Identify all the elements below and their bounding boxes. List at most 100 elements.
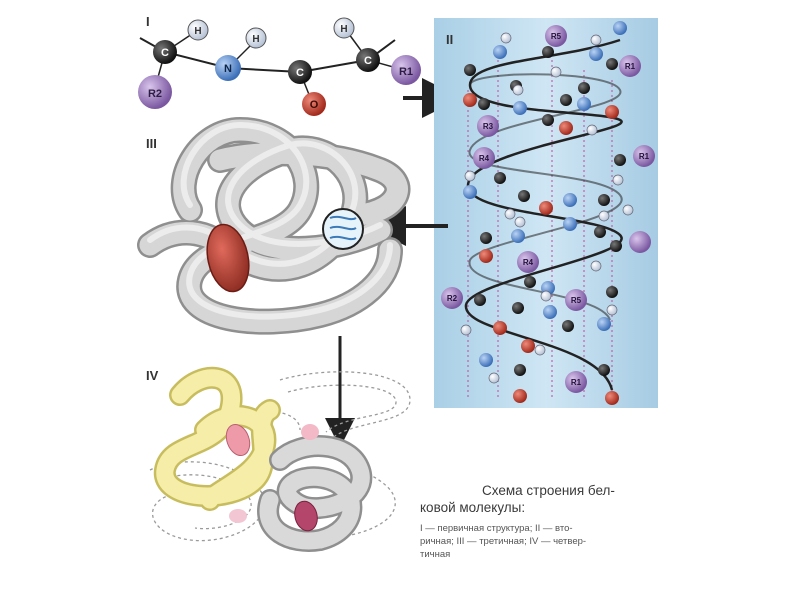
helix-atom-n — [543, 305, 557, 319]
helix-atom-h — [606, 304, 618, 316]
helix-atom-o — [605, 105, 619, 119]
helix-atom-c — [524, 276, 536, 288]
helix-atom-n — [513, 101, 527, 115]
helix-atom-o — [605, 391, 619, 405]
helix-radical-label: R5 — [551, 32, 562, 41]
caption-legend-line1: I — первичная структура; II — вто- — [420, 523, 573, 534]
heme-background-2 — [229, 509, 247, 523]
helix-atom-n — [613, 21, 627, 35]
helix-radical-label: R1 — [571, 378, 582, 387]
atom-c-2: C — [288, 60, 312, 84]
helix-atom-h — [622, 204, 634, 216]
helix-atom-c — [594, 226, 606, 238]
helix-atom-c — [480, 232, 492, 244]
helix-atom-h — [590, 34, 602, 46]
helix-atom-c — [606, 286, 618, 298]
helix-atom-o — [521, 339, 535, 353]
heme-background-1 — [301, 424, 319, 440]
helix-radical-label: R4 — [523, 258, 534, 267]
atom-n: N — [215, 55, 241, 81]
helix-atom-n — [563, 217, 577, 231]
helix-atom-c — [518, 190, 530, 202]
helix-atom-o — [493, 321, 507, 335]
helix-radical-label: R4 — [479, 154, 490, 163]
helix-atom-h — [500, 32, 512, 44]
helix-atom-r — [545, 25, 567, 47]
helix-atom-r — [517, 251, 539, 273]
helix-atom-h — [460, 324, 472, 336]
helix-atom-c — [560, 94, 572, 106]
label-tertiary: III — [146, 136, 157, 151]
helix-atom-o — [513, 389, 527, 403]
helix-atom-h — [464, 170, 476, 182]
svg-text:N: N — [224, 63, 232, 75]
yellow-subunit — [153, 366, 281, 511]
helix-atom-r — [619, 55, 641, 77]
helix-atom-c — [598, 194, 610, 206]
helix-radical-label: R5 — [571, 296, 582, 305]
svg-text:R1: R1 — [399, 66, 413, 78]
helix-atom-h — [540, 290, 552, 302]
svg-text:R2: R2 — [148, 88, 162, 100]
helix-atom-o — [479, 249, 493, 263]
primary-structure: I H C R2 H N C O H C R1 — [138, 14, 421, 116]
helix-atom-c — [542, 114, 554, 126]
helix-atom-c — [494, 172, 506, 184]
label-quaternary: IV — [146, 368, 159, 383]
atom-h-2: H — [245, 27, 267, 49]
tertiary-structure: III — [137, 116, 411, 335]
helix-atom-c — [606, 58, 618, 70]
figure-caption: Схема строения бел- ковой молекулы: I — … — [420, 482, 660, 561]
svg-text:H: H — [340, 24, 347, 35]
helix-atom-n — [589, 47, 603, 61]
svg-text:O: O — [310, 99, 319, 111]
helix-atom-r — [565, 371, 587, 393]
helix-atom-o — [539, 201, 553, 215]
helix-atom-h — [514, 216, 526, 228]
svg-text:H: H — [252, 34, 259, 45]
helix-atom-n — [597, 317, 611, 331]
helix-radical-label: R3 — [483, 122, 494, 131]
helix-atom-h — [512, 84, 524, 96]
helix-atom-h — [550, 66, 562, 78]
helix-atom-n — [511, 229, 525, 243]
helix-atom-r — [565, 289, 587, 311]
helix-atom-c — [614, 154, 626, 166]
atom-c-1: C — [153, 40, 177, 64]
heme-grey-subunit — [294, 500, 318, 532]
caption-title-line1: Схема строения бел- — [482, 483, 615, 498]
atom-h-3: H — [333, 17, 355, 39]
helix-atom-n — [563, 193, 577, 207]
atom-c-3: C — [356, 48, 380, 72]
helix-zoom-circle — [322, 208, 364, 250]
helix-radical-label: R1 — [639, 152, 650, 161]
helix-radical-label: R1 — [625, 62, 636, 71]
svg-text:C: C — [364, 55, 372, 67]
atom-r1: R1 — [391, 55, 421, 85]
helix-backbone — [464, 38, 623, 391]
atom-h-1: H — [187, 19, 209, 41]
quaternary-structure: IV — [146, 366, 411, 552]
atom-o: O — [302, 92, 326, 116]
caption-title-line2: ковой молекулы: — [420, 500, 526, 515]
label-primary: I — [146, 14, 151, 29]
heme-group — [206, 223, 250, 293]
helix-atom-h — [488, 372, 500, 384]
label-secondary: II — [446, 32, 453, 47]
helix-atom-r — [633, 145, 655, 167]
helix-atom-h — [586, 124, 598, 136]
helix-atom-r — [477, 115, 499, 137]
helix-atom-c — [598, 364, 610, 376]
heme-yellow-subunit — [225, 424, 251, 456]
helix-atom-c — [610, 240, 622, 252]
helix-atom-c — [578, 82, 590, 94]
helix-atom-c — [474, 294, 486, 306]
helix-atom-c — [512, 302, 524, 314]
helix-atom-r — [629, 231, 651, 253]
helix-atom-r — [441, 287, 463, 309]
helix-atom-c — [478, 98, 490, 110]
svg-text:H: H — [194, 26, 201, 37]
helix-atom-c — [514, 364, 526, 376]
helix-atom-h — [534, 344, 546, 356]
